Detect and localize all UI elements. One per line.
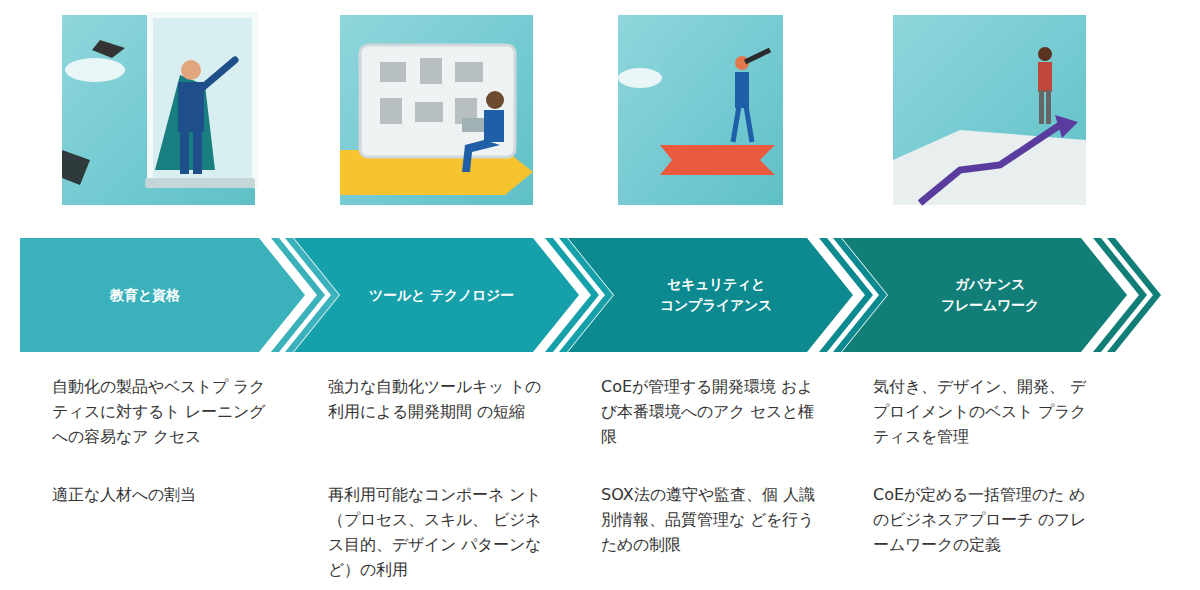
telescope: [745, 50, 770, 62]
body: [735, 72, 749, 108]
panel-ground: [340, 15, 533, 205]
screen-base: [145, 178, 255, 188]
body: [484, 110, 504, 142]
purple-arrow: [920, 125, 1060, 203]
description-text: 強力な自動化ツールキッ トの利用による開発期間 の短縮: [328, 374, 546, 424]
description-text: SOX法の遵守や監査、個 人識別情報、品質管理な どを行うための制限: [601, 482, 819, 557]
arrow-head: [1055, 115, 1078, 138]
description-text: 再利用可能なコンポーネ ント（プロセス、スキル、 ビジネス目的、デザイン パター…: [328, 482, 546, 582]
panel-ground: [893, 15, 1086, 205]
body: [1038, 62, 1052, 92]
chevron-shape: [842, 238, 1187, 352]
security-illustration: [618, 15, 783, 205]
grad-cap: [62, 150, 90, 185]
chevron-body: [20, 238, 305, 352]
band-title: ガバナンス フレームワーク: [915, 274, 1065, 316]
leg: [746, 106, 752, 142]
legs: [462, 140, 500, 172]
screen-frame: [150, 15, 255, 185]
chevron-body: [842, 238, 1127, 352]
head: [486, 91, 504, 109]
chevron-band: セキュリティと コンプライアンス: [568, 238, 853, 352]
cloud: [65, 58, 125, 82]
description-text: CoEが定める一括管理のた めのビジネスアプローチ のフレームワークの定義: [873, 482, 1091, 557]
band-title: 教育と資格: [70, 285, 220, 306]
chevron-band: ツールと テクノロジー: [294, 238, 579, 352]
chevron-stripe: [1107, 238, 1161, 352]
panel-ground: [618, 15, 783, 205]
arm: [202, 60, 235, 88]
folders: [380, 58, 483, 124]
cloud: [618, 68, 662, 88]
description-text: 適正な人材への割当: [52, 482, 270, 507]
chevron-body: [294, 238, 579, 352]
head: [181, 60, 201, 80]
description-text: 自動化の製品やベストプ ラクティスに対するト レーニングへの容易なア クセス: [52, 374, 270, 449]
description-text: CoEが管理する開発環境 および本番環境へのアク セスと権限: [601, 374, 819, 449]
chevron-band: ガバナンス フレームワーク: [842, 238, 1127, 352]
tools-illustration: [340, 15, 533, 205]
band-title: ツールと テクノロジー: [367, 285, 517, 306]
band-title: セキュリティと コンプライアンス: [641, 274, 791, 316]
leg: [733, 106, 739, 142]
red-flag: [660, 145, 775, 175]
leg: [180, 130, 189, 174]
governance-illustration: [893, 15, 1086, 205]
leg: [1039, 90, 1044, 124]
chevron-body: [568, 238, 853, 352]
education-illustration: [62, 15, 255, 205]
chevron-stripe: [1093, 238, 1147, 352]
leg: [1046, 90, 1051, 124]
chevron-band: 教育と資格: [20, 238, 305, 352]
panel-ground: [62, 15, 255, 205]
description-text: 気付き、デザイン、開発、 デプロイメントのベスト プラクティスを管理: [873, 374, 1091, 449]
tablet: [360, 45, 515, 157]
laptop: [462, 118, 484, 132]
head: [1038, 47, 1052, 61]
leg: [193, 130, 202, 174]
grad-cap: [92, 40, 125, 58]
